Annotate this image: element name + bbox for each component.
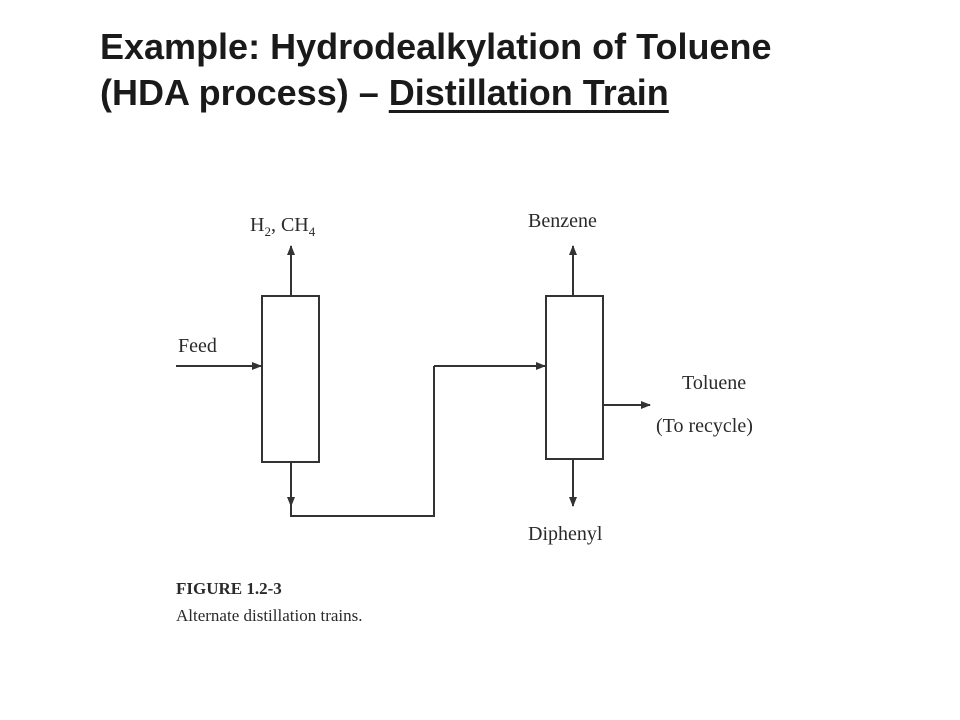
to-recycle-label: (To recycle) xyxy=(656,415,753,437)
title-line-1: Example: Hydrodealkylation of Toluene xyxy=(100,26,772,67)
toluene-label: Toluene xyxy=(682,372,746,394)
title-line-2: (HDA process) – Distillation Train xyxy=(100,70,920,116)
title-underlined-text: Distillation Train xyxy=(388,72,669,113)
diphenyl-label: Diphenyl xyxy=(528,523,603,545)
figure-caption: Alternate distillation trains. xyxy=(176,606,363,625)
title-line-2-prefix: (HDA process) – xyxy=(100,72,389,113)
benzene-label: Benzene xyxy=(528,210,597,232)
column-1-overhead-label: H2, CH4 xyxy=(250,214,316,239)
distillation-column-2 xyxy=(545,295,604,460)
distillation-column-1 xyxy=(261,295,320,463)
feed-label: Feed xyxy=(178,335,217,357)
figure-number: FIGURE 1.2-3 xyxy=(176,579,282,598)
slide-title: Example: Hydrodealkylation of Toluene (H… xyxy=(100,24,920,116)
